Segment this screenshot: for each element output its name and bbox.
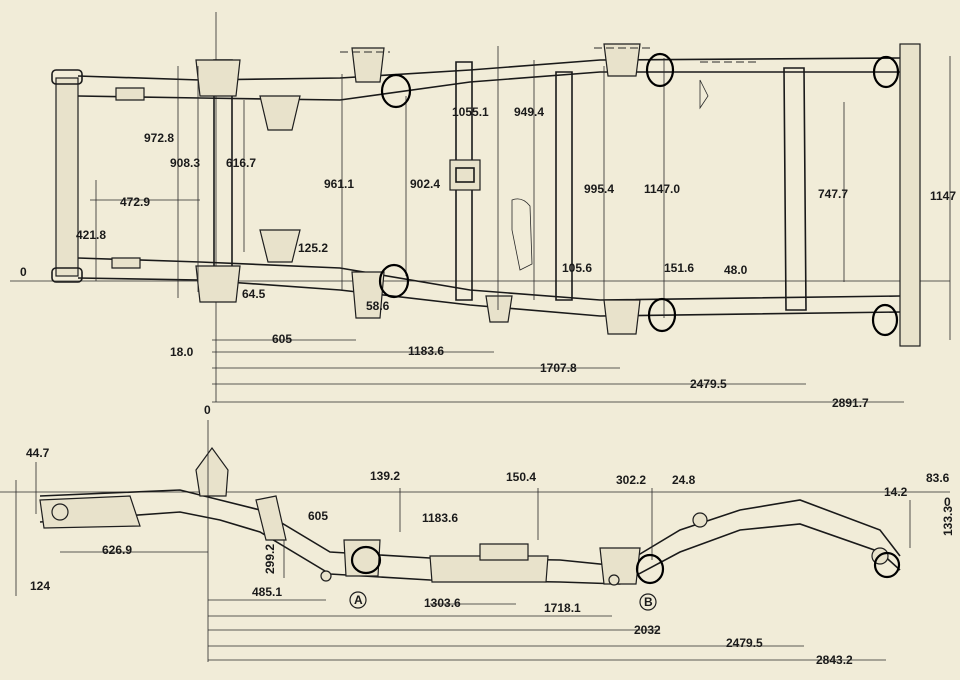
check-point-circle <box>635 553 665 585</box>
front-crossmember <box>55 77 79 277</box>
check-point-circle <box>872 55 900 89</box>
dim-label: 972.8 <box>144 131 174 145</box>
check-point-circle <box>350 545 382 575</box>
dim-label: 299.2 <box>263 544 277 574</box>
dim-label: 1183.6 <box>408 344 444 358</box>
dim-label: 125.2 <box>298 241 328 255</box>
dim-label: 902.4 <box>410 177 440 191</box>
dim-label: 18.0 <box>170 345 194 359</box>
dim-label: 1303.6 <box>424 596 461 610</box>
dim-label: 150.4 <box>506 470 536 484</box>
dim-label: 151.6 <box>664 261 694 275</box>
frame-rails-top <box>51 43 921 347</box>
dim-label: 2032 <box>634 623 661 637</box>
dim-label: 24.8 <box>672 473 696 487</box>
zero-label-mid: 0 <box>204 403 211 417</box>
bracket-front-left <box>195 59 241 97</box>
dimension-lines-top <box>90 46 951 403</box>
dim-label: 949.4 <box>514 105 544 119</box>
dim-label: 2843.2 <box>816 653 853 667</box>
reference-point-a <box>349 591 367 609</box>
check-point-circle <box>380 73 412 109</box>
dim-label: 302.2 <box>616 473 646 487</box>
dim-label: 908.3 <box>170 156 200 170</box>
dimension-labels-top: 0 972.8 908.3 616.7 472.9 421.8 125.2 64… <box>20 105 956 417</box>
dim-label: 626.9 <box>102 543 132 557</box>
dim-label: 14.2 <box>884 485 908 499</box>
dim-label: 2479.5 <box>726 636 763 650</box>
zero-label-right: 0 <box>944 495 951 509</box>
point-b-label: B <box>644 595 653 609</box>
dim-label: 472.9 <box>120 195 150 209</box>
dim-label: 961.1 <box>324 177 354 191</box>
dimension-labels-side: 44.7 626.9 124 299.2 485.1 605 139.2 118… <box>26 446 955 667</box>
dim-label: 1183.6 <box>422 511 458 525</box>
point-a-label: A <box>354 593 363 607</box>
check-point-circle <box>871 303 899 337</box>
dim-label: 605 <box>308 509 328 523</box>
check-point-circle <box>645 52 675 88</box>
check-point-circle <box>647 297 677 333</box>
dim-label: 1147.0 <box>644 182 680 196</box>
zero-label-left: 0 <box>20 265 27 279</box>
bracket-front-right <box>195 265 241 303</box>
center-plate <box>449 159 481 191</box>
dimension-lines-side <box>15 420 911 662</box>
dim-label-edge: 1147 <box>930 189 956 203</box>
dim-label: 124 <box>30 579 50 593</box>
dim-label: 747.7 <box>818 187 848 201</box>
dim-label: 421.8 <box>76 228 106 242</box>
dim-label: 2479.5 <box>690 377 727 391</box>
reference-point-b <box>639 593 657 611</box>
dim-label: 605 <box>272 332 292 346</box>
side-view: 44.7 626.9 124 299.2 485.1 605 139.2 118… <box>0 420 955 667</box>
check-point-circle <box>873 551 901 579</box>
check-point-circle <box>378 263 410 299</box>
spring-hanger-front <box>195 446 229 497</box>
dim-label: 48.0 <box>724 263 748 277</box>
dim-label: 616.7 <box>226 156 256 170</box>
dim-label: 133.3 <box>941 506 955 536</box>
dim-label: 58.6 <box>366 299 390 313</box>
dim-label: 1707.8 <box>540 361 577 375</box>
frame-profile-side <box>39 446 901 586</box>
dim-label: 44.7 <box>26 446 50 460</box>
front-bumper-bracket <box>39 495 141 529</box>
dim-label: 2891.7 <box>832 396 869 410</box>
dim-label: 1055.1 <box>452 105 489 119</box>
dim-label: 64.5 <box>242 287 266 301</box>
dim-label: 485.1 <box>252 585 282 599</box>
dim-label: 83.6 <box>926 471 950 485</box>
highlight-circles-side <box>349 545 901 611</box>
dim-label: 1718.1 <box>544 601 581 615</box>
highlight-circles-top <box>378 52 900 337</box>
dim-label: 105.6 <box>562 261 592 275</box>
dim-label: 995.4 <box>584 182 614 196</box>
rear-crossmember <box>899 43 921 347</box>
top-view: 0 972.8 908.3 616.7 472.9 421.8 125.2 64… <box>10 12 956 417</box>
dim-label: 139.2 <box>370 469 400 483</box>
